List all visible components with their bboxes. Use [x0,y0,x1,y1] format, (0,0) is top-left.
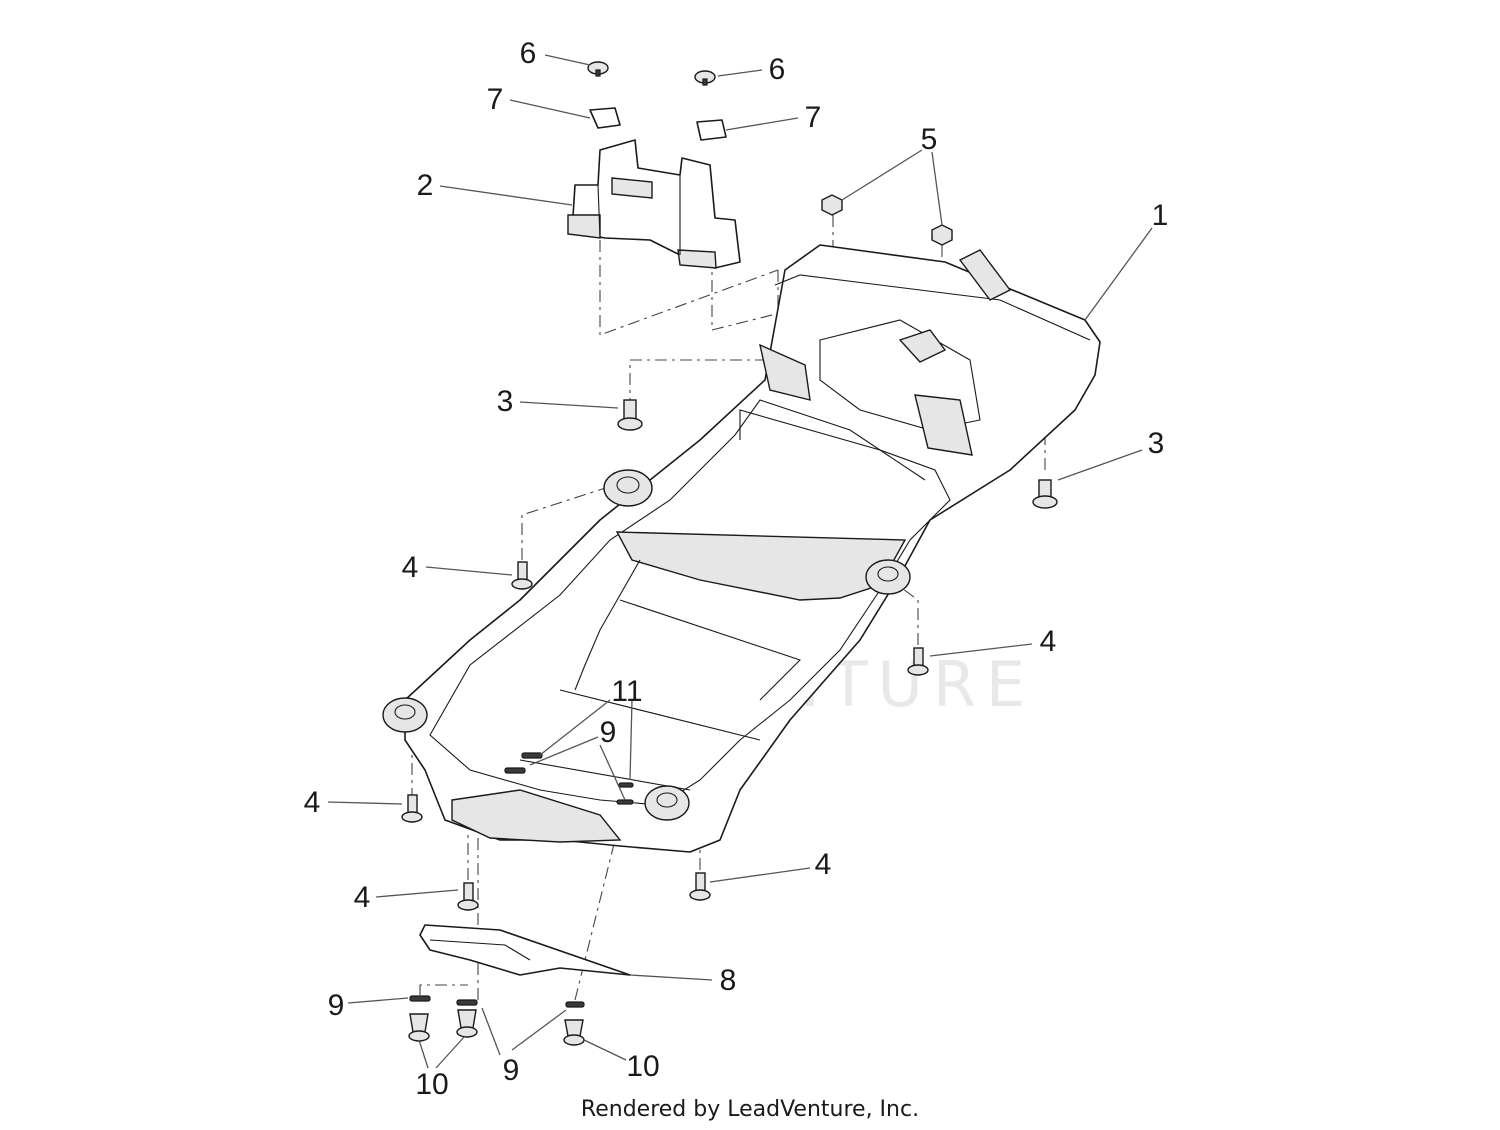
part-3-bolts [617,399,1058,509]
callout-2: 2 [417,169,434,202]
part-2-bracket [567,139,741,269]
callout-7: 7 [805,101,822,134]
callout-3: 3 [1148,427,1165,460]
callout-6: 6 [769,53,786,86]
part-4-screws [401,561,929,911]
callout-9: 9 [328,989,345,1022]
callout-5: 5 [921,123,938,156]
callout-11: 11 [611,675,642,708]
callout-4: 4 [815,848,832,881]
footer-credit: Rendered by LeadVenture, Inc. [581,1097,919,1122]
part-6-7-fasteners [587,61,727,141]
callout-7: 7 [487,83,504,116]
part-5-nuts [821,194,953,246]
callout-3: 3 [497,385,514,418]
callout-10: 10 [415,1068,448,1101]
callout-1: 1 [1152,199,1169,232]
part-1-under-tray [382,244,1101,853]
callout-9: 9 [600,716,617,749]
callout-4: 4 [1040,625,1057,658]
callout-4: 4 [402,551,419,584]
callout-8: 8 [720,964,737,997]
callout-9: 9 [503,1054,520,1087]
callouts: 6 6 7 7 5 2 1 3 3 4 4 11 9 4 4 4 8 9 9 1… [304,37,1169,1101]
callout-10: 10 [626,1050,659,1083]
callout-4: 4 [354,881,371,914]
callout-6: 6 [520,37,537,70]
part-9-10-hardware [408,995,585,1046]
callout-4: 4 [304,786,321,819]
leader-lines [327,54,1153,1069]
part-8-cover-plate [419,924,631,976]
